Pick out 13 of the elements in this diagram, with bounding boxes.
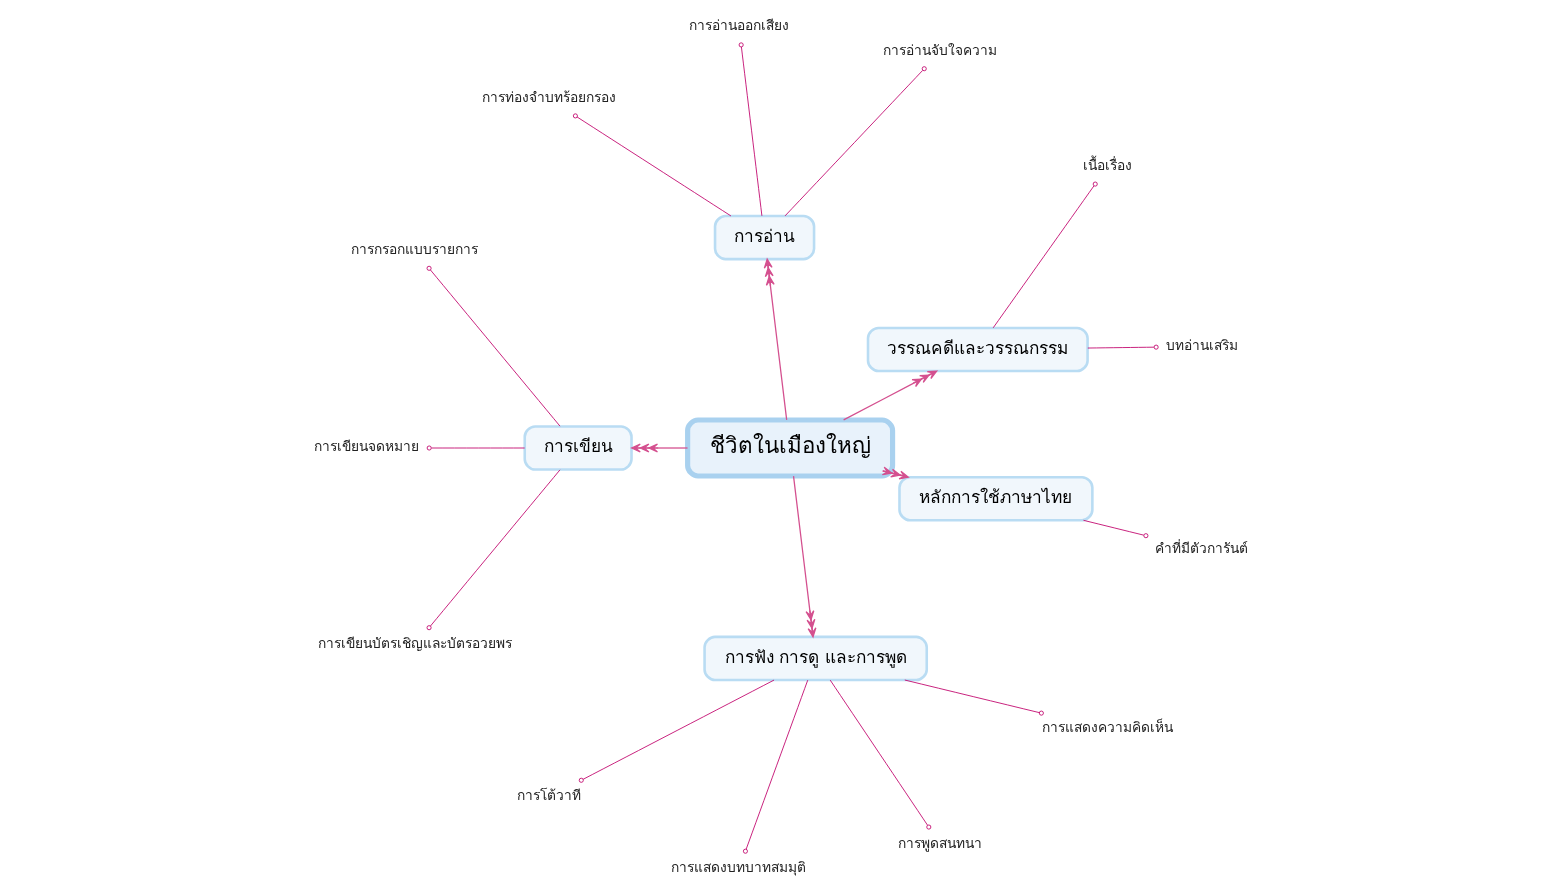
node-text: คำที่มีตัวการันต์ [1154, 539, 1248, 556]
node-text: การโต้วาที [516, 787, 581, 804]
node-text: การเขียนบัตรเชิญและบัตรอวยพร [317, 635, 512, 652]
node-text: การแสดงความคิดเห็น [1041, 719, 1173, 736]
node-text: การกรอกแบบรายการ [350, 241, 478, 258]
node-text: การแสดงบทบาทสมมุติ [671, 859, 806, 876]
node-text: การเขียนจดหมาย [313, 438, 419, 455]
node-text: บทอ่านเสริม [1165, 336, 1238, 353]
node-text: การอ่านออกเสียง [688, 17, 789, 34]
node-text: การอ่านจับใจความ [882, 41, 997, 58]
node-text: การพูดสนทนา [897, 834, 982, 851]
node-text: การท่องจำบทร้อยกรอง [481, 89, 616, 106]
node-text: เนื้อเรื่อง [1082, 157, 1132, 174]
